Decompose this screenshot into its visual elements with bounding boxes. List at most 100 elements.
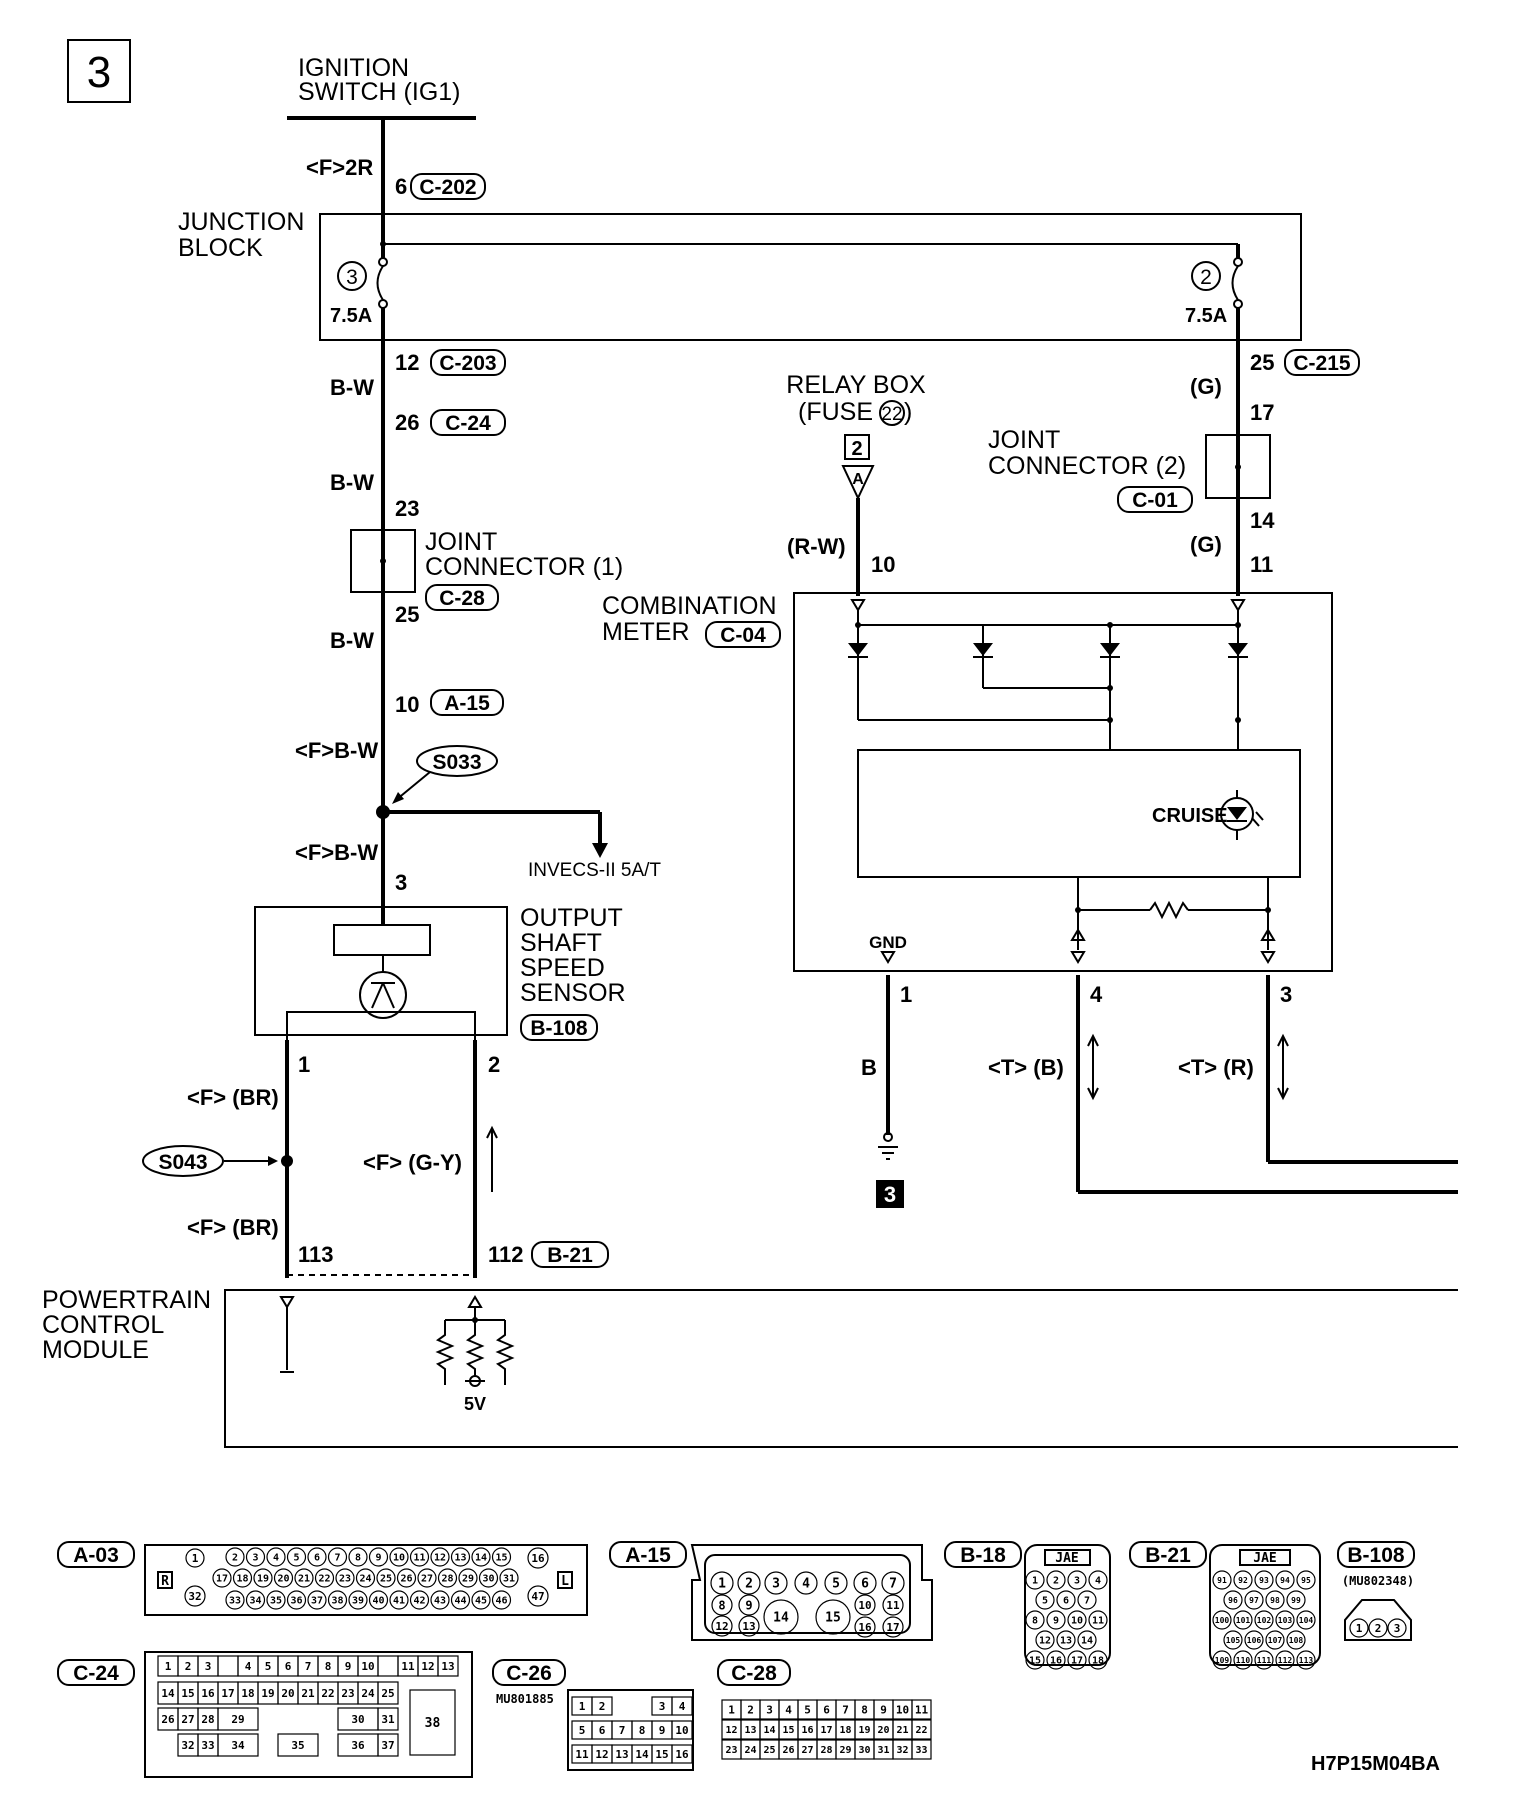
wire-label-g-2: (G) <box>1190 532 1222 557</box>
pin-number: 22 <box>321 1687 334 1700</box>
conn-c28-face-label: C-28 <box>731 1662 777 1685</box>
wire-label-b: B <box>861 1055 877 1080</box>
pin-number: 19 <box>257 1574 269 1585</box>
wire-label-bw-3: B-W <box>330 628 374 653</box>
pin-number: 1 <box>192 1552 199 1565</box>
cruise-lamp-ray-2 <box>1255 811 1264 821</box>
pin-number: 30 <box>482 1574 494 1585</box>
pin-circle <box>824 1571 848 1595</box>
pcm-resistor-2 <box>465 1320 485 1376</box>
pin-circle <box>1046 1650 1066 1670</box>
pin-number: 43 <box>434 1596 446 1607</box>
powertrain-control-module <box>224 1289 1458 1448</box>
pin-number: 29 <box>839 1745 851 1756</box>
pin-number: 34 <box>231 1739 245 1752</box>
pin-number: 38 <box>331 1596 343 1607</box>
conn-c24-badge <box>430 409 506 436</box>
pin-circle <box>389 1590 409 1610</box>
pin-circle <box>1067 1610 1087 1630</box>
pin-number: 99 <box>1291 1596 1301 1605</box>
pin-number: 13 <box>441 1660 454 1673</box>
pin-number: 41 <box>393 1596 405 1607</box>
pin-number: 1 <box>728 1703 735 1716</box>
sensor-coil <box>333 924 431 956</box>
pin-number: 2 <box>745 1577 753 1592</box>
pin-cell <box>911 1739 932 1760</box>
output-shaft-speed-sensor <box>254 906 508 1036</box>
pin-number: 17 <box>216 1574 228 1585</box>
pin-number: 3 <box>252 1553 258 1564</box>
meter-node-8 <box>1265 907 1271 913</box>
pcm-resistor-3 <box>495 1320 515 1385</box>
pin-number: 3 <box>766 1703 773 1716</box>
conn-c24-face-label: C-24 <box>73 1662 119 1685</box>
sensor-label-1: OUTPUT <box>520 904 623 932</box>
pin-number: 5 <box>579 1724 586 1737</box>
conn-b18-jae: JAE <box>1055 1551 1078 1566</box>
pin-number: 10 <box>858 1599 871 1612</box>
pin-circle <box>1254 1650 1274 1670</box>
pin-circle <box>286 1590 307 1610</box>
doc-code: H7P15M04BA <box>1311 1753 1440 1775</box>
meter-term-ign <box>1230 599 1246 612</box>
conn-b108-badge <box>520 1014 598 1041</box>
pin-cell <box>217 1655 239 1677</box>
pin-circle <box>737 1571 761 1595</box>
pin-number: 8 <box>355 1553 361 1564</box>
fuse-left-term-bottom <box>378 299 388 309</box>
pin-10-left: 10 <box>395 692 419 717</box>
bidir-arrow-1-head-down <box>1087 1087 1099 1101</box>
pin-number: 24 <box>359 1574 371 1585</box>
conn-c26-face-badge <box>492 1659 566 1686</box>
pin-number: 35 <box>270 1596 282 1607</box>
pin-number: 23 <box>341 1687 354 1700</box>
relay-box-connector <box>841 465 875 501</box>
conn-b108-face <box>1344 1599 1412 1641</box>
pin-number: 12 <box>725 1725 737 1736</box>
pin-circle <box>389 1547 409 1567</box>
conn-b18-face <box>1024 1544 1111 1666</box>
pin-number: 26 <box>400 1574 412 1585</box>
pin-number: 17 <box>820 1725 832 1736</box>
pin-cell <box>671 1720 693 1740</box>
joint2-node <box>1235 464 1241 470</box>
pin-cell <box>377 1733 399 1757</box>
pin-number: 31 <box>877 1745 889 1756</box>
pin-circle <box>1349 1618 1369 1638</box>
joint2-label-1: JOINT <box>988 426 1060 454</box>
pin-number: 9 <box>659 1724 666 1737</box>
pin-circle <box>1296 1570 1316 1590</box>
wire-label-g-1: (G) <box>1190 374 1222 399</box>
pin-number: 1 <box>1356 1622 1363 1635</box>
pin-circle <box>491 1590 512 1610</box>
pin-number: 13 <box>615 1748 628 1761</box>
pin-circle <box>527 1547 549 1569</box>
pin-25: 25 <box>395 602 419 627</box>
pin-number: 104 <box>1299 1616 1314 1625</box>
pin-number: 36 <box>290 1596 302 1607</box>
conn-b21-ref: B-21 <box>547 1244 593 1267</box>
pin-circle <box>711 1615 733 1637</box>
pin-circle <box>1233 1610 1253 1630</box>
pin-number: 10 <box>896 1703 909 1716</box>
conn-b21-jae: JAE <box>1253 1551 1276 1566</box>
meter-pin-3: 3 <box>1280 982 1292 1007</box>
pin-number: 10 <box>361 1660 374 1673</box>
page-number: 3 <box>87 48 111 97</box>
conn-a03-l: L <box>561 1574 569 1589</box>
conn-c215-badge <box>1284 349 1360 376</box>
pcm-pin-113: 113 <box>298 1242 334 1267</box>
pin-number: 101 <box>1236 1616 1251 1625</box>
conn-b21-face <box>1209 1544 1321 1666</box>
pin-number: 112 <box>1278 1656 1293 1665</box>
pcm-input-2-term <box>467 1295 483 1308</box>
pin-circle <box>273 1568 294 1588</box>
pin-cell <box>377 1681 399 1705</box>
pin-number: 107 <box>1268 1636 1283 1645</box>
wire-label-tr: <T> (R) <box>1178 1055 1254 1080</box>
pin-number: 4 <box>679 1700 686 1713</box>
pin-number: 5 <box>832 1577 840 1592</box>
conn-c215-ref: C-215 <box>1293 352 1351 375</box>
pin-circle <box>185 1548 205 1568</box>
